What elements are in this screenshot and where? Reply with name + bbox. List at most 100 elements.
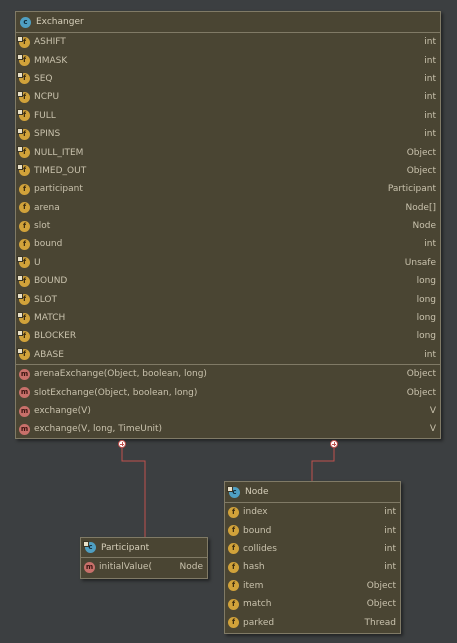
field-icon: f xyxy=(17,293,30,306)
field-icon: f xyxy=(228,580,239,592)
field-type: int xyxy=(424,129,436,140)
method-icon: m xyxy=(19,387,30,399)
field-type: int xyxy=(384,562,396,573)
field-name: FULL xyxy=(34,110,56,121)
field-row[interactable]: f SLOT long xyxy=(16,290,440,308)
field-icon: f xyxy=(17,348,30,361)
node-title: Node xyxy=(245,487,269,497)
field-type: Object xyxy=(366,599,396,610)
field-icon: f xyxy=(17,35,30,48)
method-name: exchange(V, long, TimeUnit) xyxy=(34,424,163,435)
field-icon: f xyxy=(228,543,239,555)
field-icon: f xyxy=(228,598,239,610)
field-icon: f xyxy=(228,525,239,537)
field-type: long xyxy=(416,313,436,324)
field-icon: f xyxy=(17,54,30,67)
field-type: int xyxy=(424,349,436,360)
connector-exchanger-participant xyxy=(121,446,146,537)
method-row[interactable]: m exchange(V, long, TimeUnit) V xyxy=(16,420,440,438)
field-type: int xyxy=(384,543,396,554)
field-row[interactable]: f collides int xyxy=(225,540,400,558)
method-type: V xyxy=(429,406,436,416)
method-name: arenaExchange(Object, boolean, long) xyxy=(34,369,207,380)
field-type: int xyxy=(424,239,436,250)
field-name: BOUND xyxy=(34,276,68,287)
field-name: item xyxy=(243,580,264,591)
field-name: TIMED_OUT xyxy=(34,165,87,176)
field-type: int xyxy=(384,525,396,536)
method-type: V xyxy=(429,424,436,435)
field-type: Unsafe xyxy=(404,257,436,268)
field-icon: f xyxy=(17,146,30,159)
field-type: Node[] xyxy=(405,202,436,213)
field-icon: f xyxy=(228,506,239,518)
field-name: collides xyxy=(243,543,277,554)
inner-class-icon: c xyxy=(227,485,240,498)
field-icon: f xyxy=(17,274,30,287)
field-type: long xyxy=(416,294,436,305)
field-name: SEQ xyxy=(34,73,53,84)
field-name: SPINS xyxy=(34,129,61,140)
field-row[interactable]: f BOUND long xyxy=(16,272,440,290)
exchanger-header[interactable]: c Exchanger xyxy=(16,12,440,33)
field-type: Participant xyxy=(387,184,436,195)
node-header[interactable]: c Node xyxy=(225,482,400,503)
connector-anchor-node xyxy=(330,440,338,448)
method-type: Node xyxy=(179,562,204,573)
method-icon: m xyxy=(19,423,30,435)
field-icon: f xyxy=(17,256,30,269)
field-type: Object xyxy=(406,147,436,158)
field-row[interactable]: f SEQ int xyxy=(16,70,440,88)
field-type: Object xyxy=(406,165,436,176)
field-icon: f xyxy=(19,183,30,195)
field-name: BLOCKER xyxy=(34,331,77,342)
field-type: int xyxy=(424,73,436,84)
field-icon: f xyxy=(17,90,30,103)
field-icon: f xyxy=(17,72,30,85)
field-type: long xyxy=(416,276,436,287)
field-name: bound xyxy=(34,239,63,250)
field-icon: f xyxy=(19,238,30,250)
field-name: parked xyxy=(243,617,275,628)
field-name: SLOT xyxy=(34,294,57,305)
method-name: slotExchange(Object, boolean, long) xyxy=(34,387,198,398)
field-name: index xyxy=(243,507,268,518)
field-name: ASHIFT xyxy=(34,37,66,48)
participant-header[interactable]: c Participant xyxy=(81,538,207,558)
connector-exchanger-node xyxy=(311,446,335,481)
field-icon: f xyxy=(19,220,30,232)
field-name: NCPU xyxy=(34,92,60,103)
method-icon: m xyxy=(19,368,30,380)
